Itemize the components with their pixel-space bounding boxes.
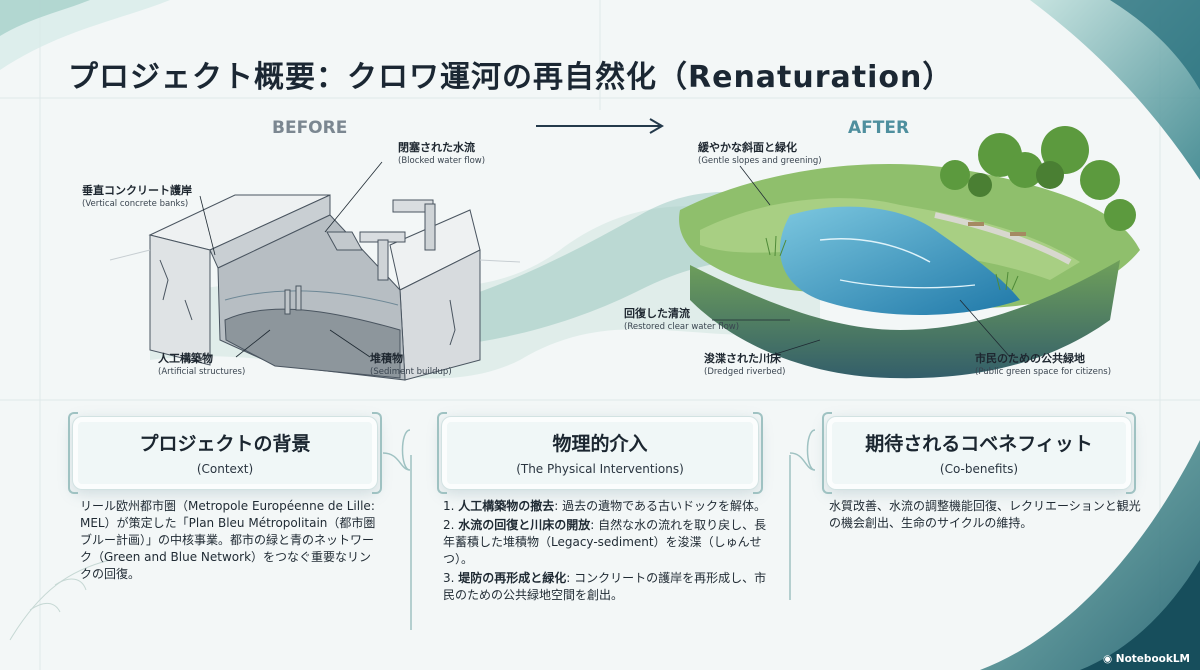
interventions-list: 1. 人工構築物の撤去: 過去の遺物である古いドックを解体。 2. 水流の回復と… bbox=[443, 498, 773, 606]
list-item: 2. 水流の回復と川床の開放: 自然な水の流れを取り戻し、長年蓄積した堆積物（L… bbox=[443, 518, 767, 566]
before-canal-sketch bbox=[109, 194, 521, 381]
card-context: プロジェクトの背景 (Context) bbox=[68, 412, 382, 494]
annotation-vertical-banks: 垂直コンクリート護岸 (Vertical concrete banks) bbox=[82, 184, 192, 209]
annotation-blocked-flow: 閉塞された水流 (Blocked water flow) bbox=[398, 141, 486, 166]
benefits-text: 水質改善、水流の調整機能回復、レクリエーションと観光の機会創出、生命のサイクルの… bbox=[829, 499, 1141, 530]
brand-logo: ◉ NotebookLM bbox=[1102, 653, 1190, 665]
annotation-gentle-slopes: 緩やかな斜面と緑化 (Gentle slopes and greening) bbox=[698, 141, 822, 166]
list-item: 1. 人工構築物の撤去: 過去の遺物である古いドックを解体。 bbox=[443, 499, 767, 513]
list-item: 3. 堤防の再形成と緑化: コンクリートの護岸を再形成し、市民のための公共緑地空… bbox=[443, 571, 767, 602]
annotation-sediment: 堆積物 (Sediment buildup) bbox=[370, 352, 452, 377]
card-interventions-title: 物理的介入 bbox=[552, 433, 648, 455]
card-context-subtitle: (Context) bbox=[196, 462, 254, 476]
annotation-green-space: 市民のための公共緑地 (Public green space for citiz… bbox=[975, 352, 1112, 377]
annotation-dredged: 浚渫された川床 (Dredged riverbed) bbox=[704, 352, 786, 377]
page-title: プロジェクト概要：クロワ運河の再自然化（Renaturation） bbox=[68, 60, 954, 95]
card-interventions-subtitle: (The Physical Interventions) bbox=[516, 462, 684, 476]
card-interventions: 物理的介入 (The Physical Interventions) bbox=[437, 412, 763, 494]
card-benefits-subtitle: (Co-benefits) bbox=[939, 462, 1019, 476]
after-label: AFTER bbox=[848, 118, 910, 138]
card-context-title: プロジェクトの背景 bbox=[139, 433, 311, 455]
after-river-sketch bbox=[679, 126, 1140, 379]
notebooklm-icon: ◉ bbox=[1102, 653, 1116, 665]
annotation-clear-water: 回復した清流 (Restored clear water flow) bbox=[624, 307, 740, 332]
card-benefits: 期待されるコベネフィット (Co-benefits) bbox=[822, 412, 1136, 494]
context-text: リール欧州都市圏（Metropole Européenne de Lille: … bbox=[80, 499, 376, 581]
annotation-artificial-structures: 人工構築物 (Artificial structures) bbox=[158, 352, 246, 377]
before-label: BEFORE bbox=[272, 118, 348, 138]
card-benefits-title: 期待されるコベネフィット bbox=[865, 433, 1093, 455]
